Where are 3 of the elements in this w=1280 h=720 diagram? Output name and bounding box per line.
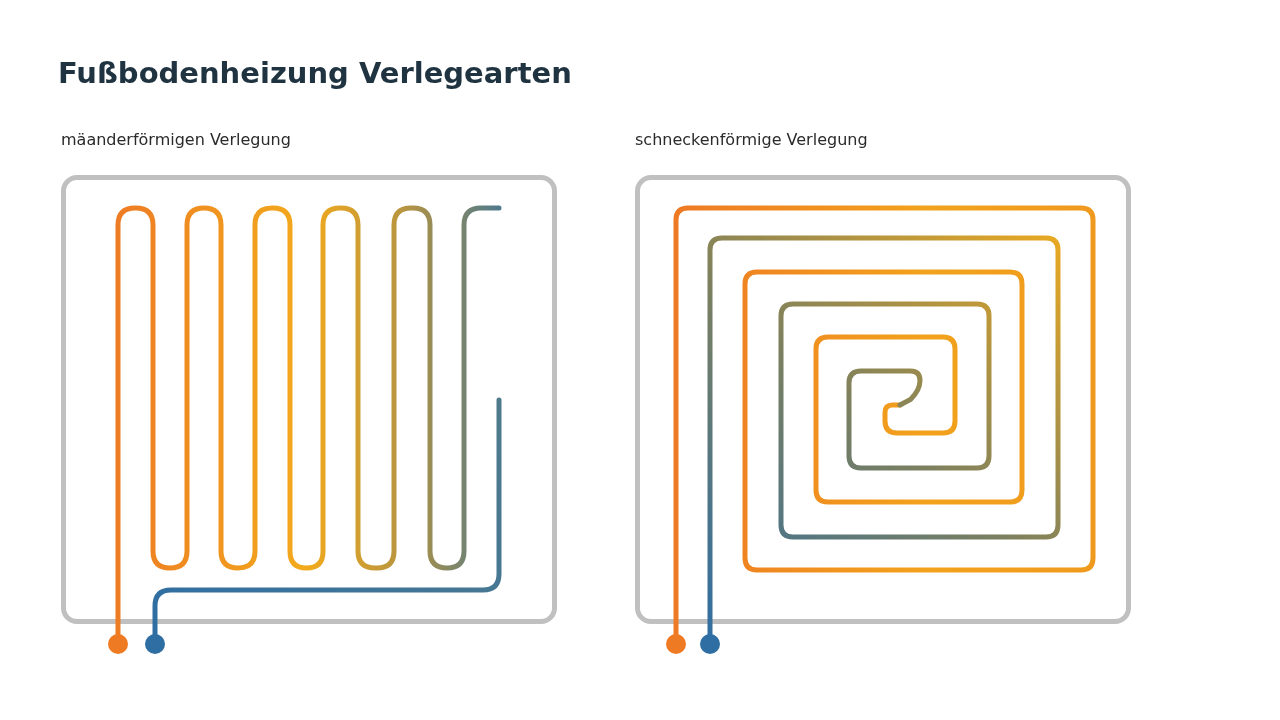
diagram-title: Fußbodenheizung Verlegearten <box>58 56 572 90</box>
layout-heading: mäanderförmigen Verlegung <box>61 130 291 149</box>
layout-heading: schneckenförmige Verlegung <box>635 130 868 149</box>
